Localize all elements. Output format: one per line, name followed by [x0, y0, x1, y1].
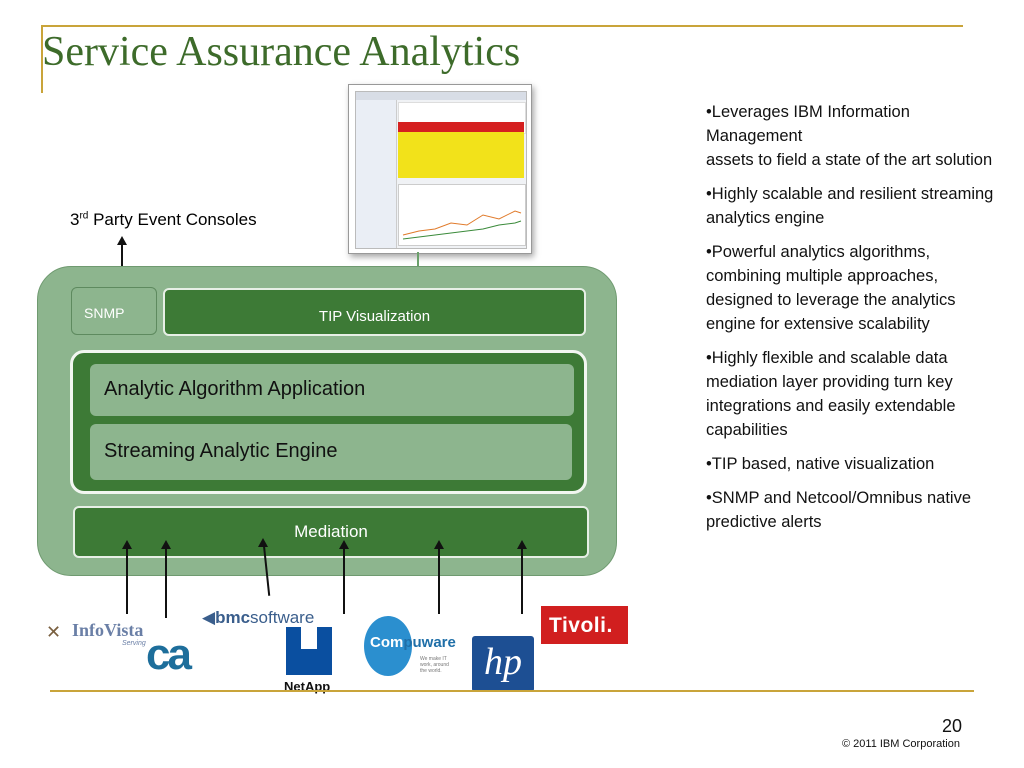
arrow-line: [343, 548, 345, 614]
netapp-logo: NetApp: [282, 627, 338, 699]
arrow-line: [165, 548, 167, 618]
bmc-software-logo: ◀bmcsoftware: [200, 605, 314, 633]
bullet-item: •Highly scalable and resilient streaming…: [706, 185, 994, 227]
bullet-item: •SNMP and Netcool/Omnibus native predict…: [706, 489, 972, 531]
arrow-line: [521, 548, 523, 614]
arrow-up-icon: [339, 540, 349, 549]
compuware-logo: Compuware We make IT work, around the wo…: [362, 614, 458, 684]
bullet-item: •Highly flexible and scalable data media…: [706, 349, 956, 439]
bottom-rule: [50, 690, 974, 692]
snmp-box: SNMP: [71, 287, 157, 335]
arrow-line: [438, 548, 440, 616]
arrow-up-icon: [517, 540, 527, 549]
arrow-up-icon: [258, 538, 268, 547]
ca-logo: ca: [146, 630, 200, 690]
infovista-logo: ✕ InfoVista Serving IT: [42, 616, 157, 652]
feature-bullets: •Leverages IBM Information Management as…: [706, 100, 1006, 544]
analytic-algorithm-layer: Analytic Algorithm Application: [90, 364, 574, 416]
arrow-line: [126, 548, 128, 614]
tip-visualization-box: TIP Visualization: [163, 288, 586, 336]
page-number: 20: [942, 716, 963, 736]
bullet-item: •TIP based, native visualization: [706, 455, 935, 473]
arrow-line: [121, 244, 123, 268]
arrow-up-icon: [434, 540, 444, 549]
streaming-engine-layer: Streaming Analytic Engine: [90, 424, 572, 480]
bullet-item: •Leverages IBM Information Management as…: [706, 103, 993, 169]
tivoli-logo: Tivoli.: [541, 606, 628, 644]
mediation-layer: Mediation: [73, 506, 589, 558]
arrow-up-icon: [117, 236, 127, 245]
top-rule: [41, 25, 963, 27]
left-rule: [41, 25, 43, 93]
hp-logo: hp: [472, 636, 534, 692]
third-party-consoles-label: 3rd Party Event Consoles: [70, 210, 257, 229]
infovista-mark-icon: ✕: [46, 622, 62, 642]
slide-title: Service Assurance Analytics: [42, 29, 521, 75]
arrow-up-icon: [122, 540, 132, 549]
bullet-item: •Powerful analytics algorithms, combinin…: [706, 243, 956, 333]
thumbnail-chart: [402, 210, 522, 240]
arrow-up-icon: [161, 540, 171, 549]
dashboard-screenshot: [348, 84, 532, 254]
copyright-notice: © 2011 IBM Corporation: [842, 738, 960, 750]
